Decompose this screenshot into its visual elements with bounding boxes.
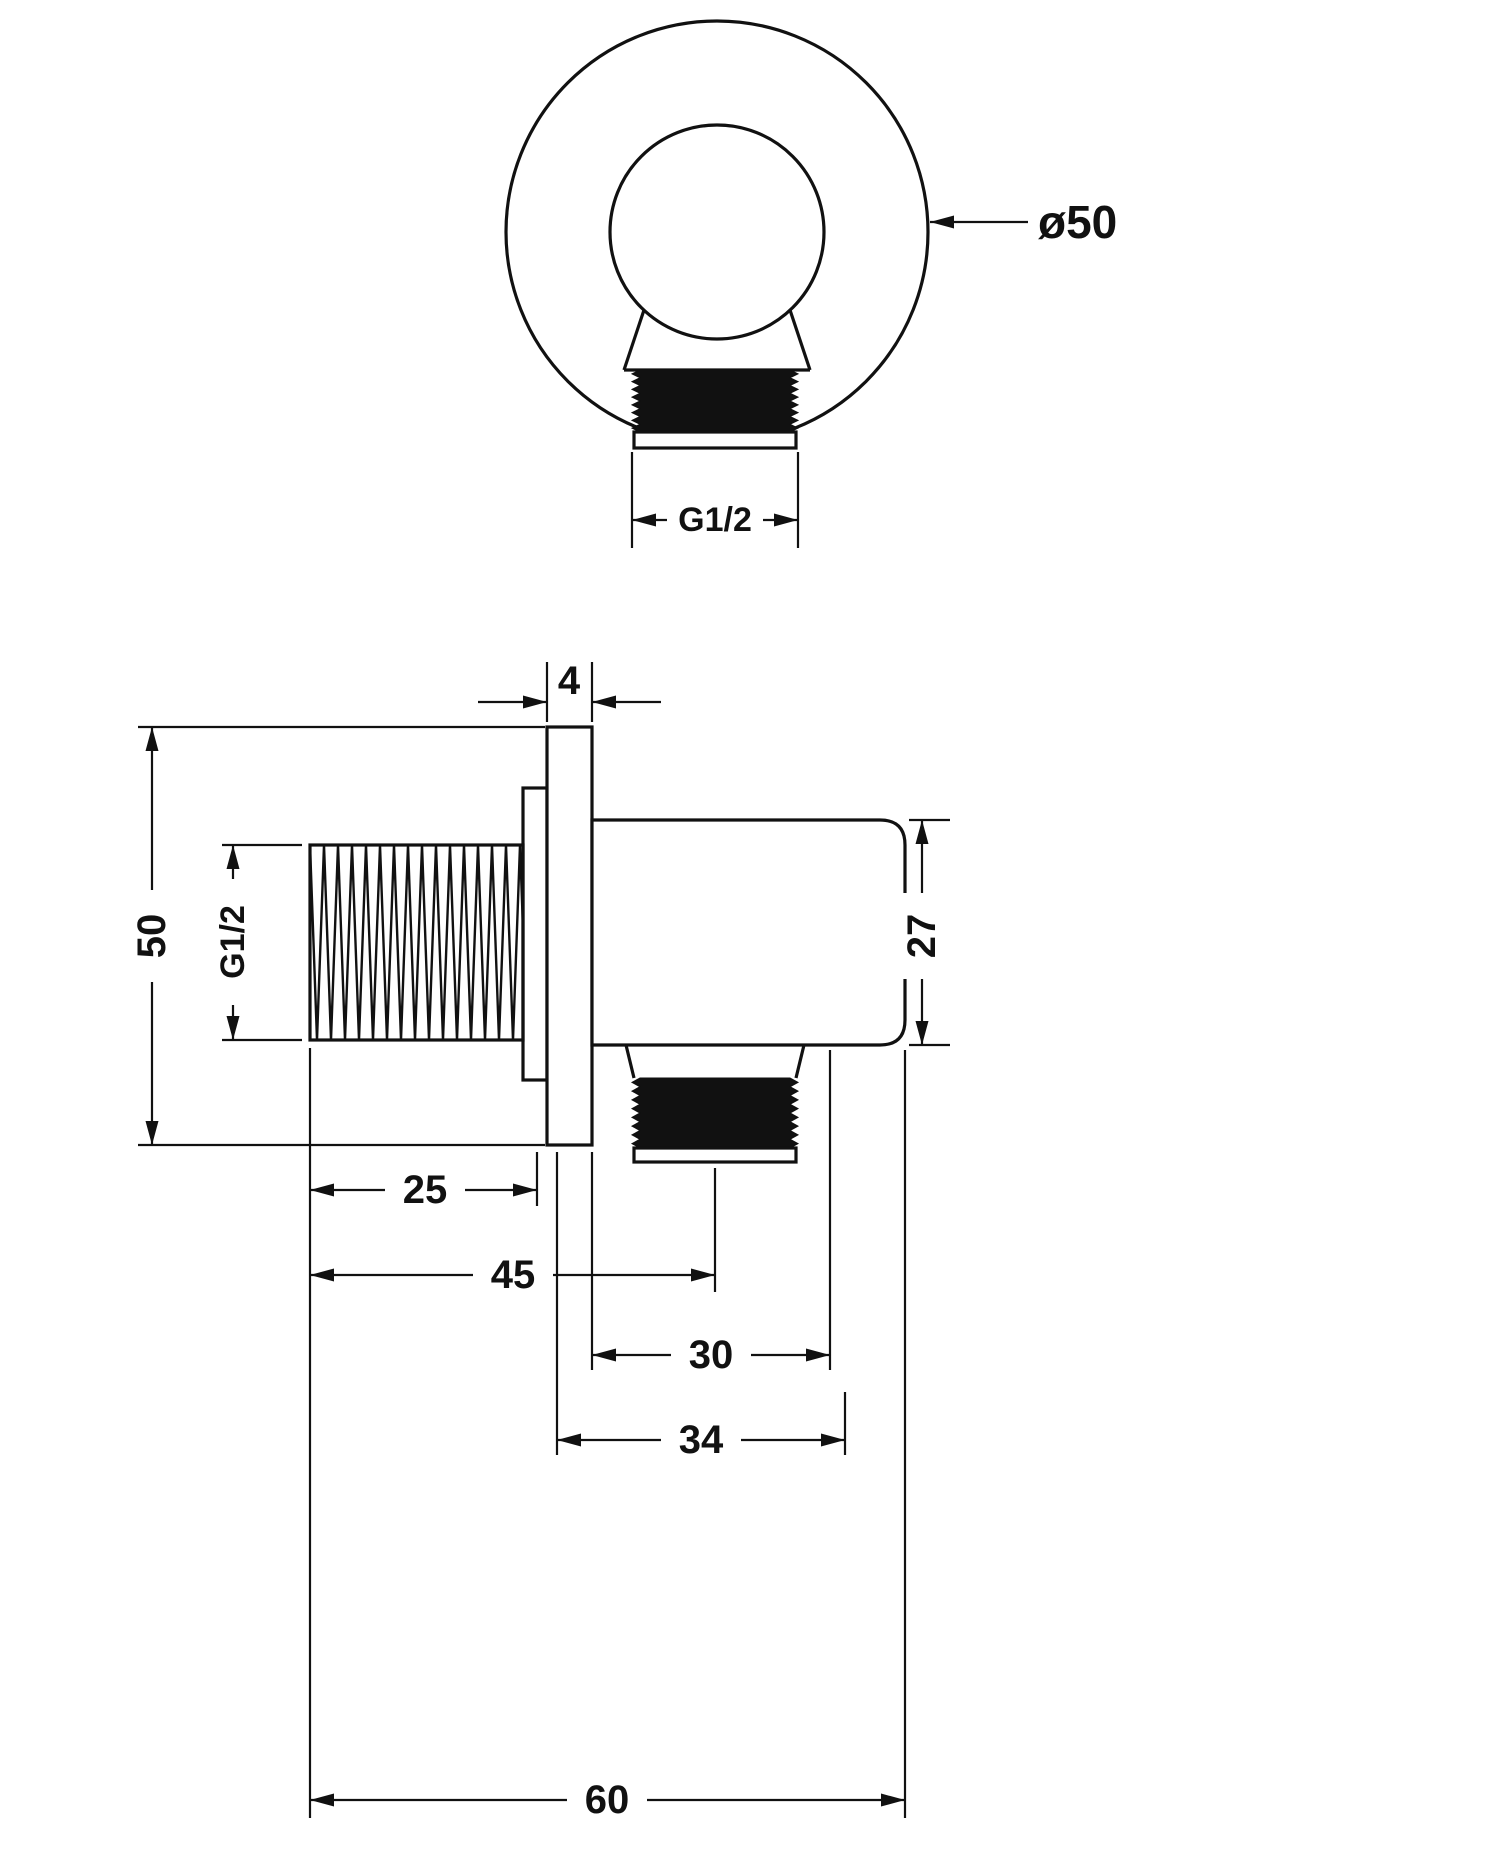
dim-diameter-label: ø50 bbox=[1038, 196, 1117, 248]
dim-diameter-arrow bbox=[930, 215, 954, 229]
dim-diameter: ø50 bbox=[930, 196, 1117, 248]
dim-25-label: 25 bbox=[403, 1168, 448, 1212]
dim-34-label: 34 bbox=[679, 1418, 724, 1462]
dim-50-label: 50 bbox=[130, 914, 174, 959]
dim-27-label: 27 bbox=[900, 914, 944, 959]
inner-ring bbox=[608, 123, 826, 341]
dim-thread-length: 25 bbox=[308, 1048, 539, 1818]
dim-60: 60 bbox=[310, 1050, 907, 1824]
dim-25-arrows bbox=[310, 1183, 537, 1197]
dim-front-thread-label: G1/2 bbox=[678, 501, 752, 539]
dim-30-label-bg bbox=[671, 1331, 751, 1379]
body bbox=[590, 818, 907, 1047]
dim-30: 30 bbox=[590, 1050, 832, 1379]
dim-plate-thickness: 4 bbox=[478, 659, 661, 722]
dim-50-label-bg bbox=[128, 890, 176, 982]
dim-34-label-bg bbox=[661, 1416, 741, 1464]
dim-4-label: 4 bbox=[558, 659, 581, 703]
dim-front-thread: G1/2 bbox=[630, 452, 800, 548]
inlet-thread bbox=[308, 843, 525, 1042]
dim-g12-label-bg bbox=[209, 879, 257, 1005]
front-thread bbox=[630, 369, 800, 433]
outlet-collar bbox=[624, 1044, 806, 1079]
dim-27-label-bg bbox=[898, 893, 946, 979]
collar bbox=[521, 786, 549, 1082]
dim-45-label: 45 bbox=[491, 1253, 536, 1297]
dim-34: 34 bbox=[555, 1152, 847, 1464]
dim-30-arrows bbox=[592, 1348, 830, 1362]
dim-4-arrows bbox=[523, 695, 616, 709]
side-view: 4 50 G1/2 27 25 bbox=[128, 659, 950, 1824]
dim-inlet-thread: G1/2 bbox=[209, 843, 302, 1042]
dim-g12-label: G1/2 bbox=[214, 905, 252, 979]
dim-outlet-height: 27 bbox=[898, 818, 950, 1047]
dim-60-lines bbox=[310, 1050, 907, 1818]
dim-25-label-bg bbox=[385, 1166, 465, 1214]
dim-45-label-bg bbox=[473, 1251, 553, 1299]
dim-60-label: 60 bbox=[585, 1778, 630, 1822]
dim-g12-arrows bbox=[226, 845, 240, 1040]
dim-plate-diameter: 50 bbox=[128, 725, 545, 1147]
dim-34-lines bbox=[555, 1152, 847, 1455]
dim-25-lines bbox=[308, 1048, 539, 1818]
front-view: ø50 G1/2 bbox=[504, 19, 1117, 548]
dim-60-label-bg bbox=[567, 1776, 647, 1824]
dim-front-thread-label-bg bbox=[667, 499, 763, 541]
dim-45: 45 bbox=[310, 1168, 717, 1299]
dim-4-lines bbox=[478, 662, 661, 722]
wall-plate bbox=[545, 725, 594, 1147]
front-thread-tip bbox=[632, 430, 798, 450]
dim-30-label: 30 bbox=[689, 1333, 734, 1377]
outlet-thread bbox=[630, 1077, 800, 1149]
outlet-thread-tip bbox=[632, 1146, 798, 1164]
dim-27-arrows bbox=[915, 820, 929, 1045]
